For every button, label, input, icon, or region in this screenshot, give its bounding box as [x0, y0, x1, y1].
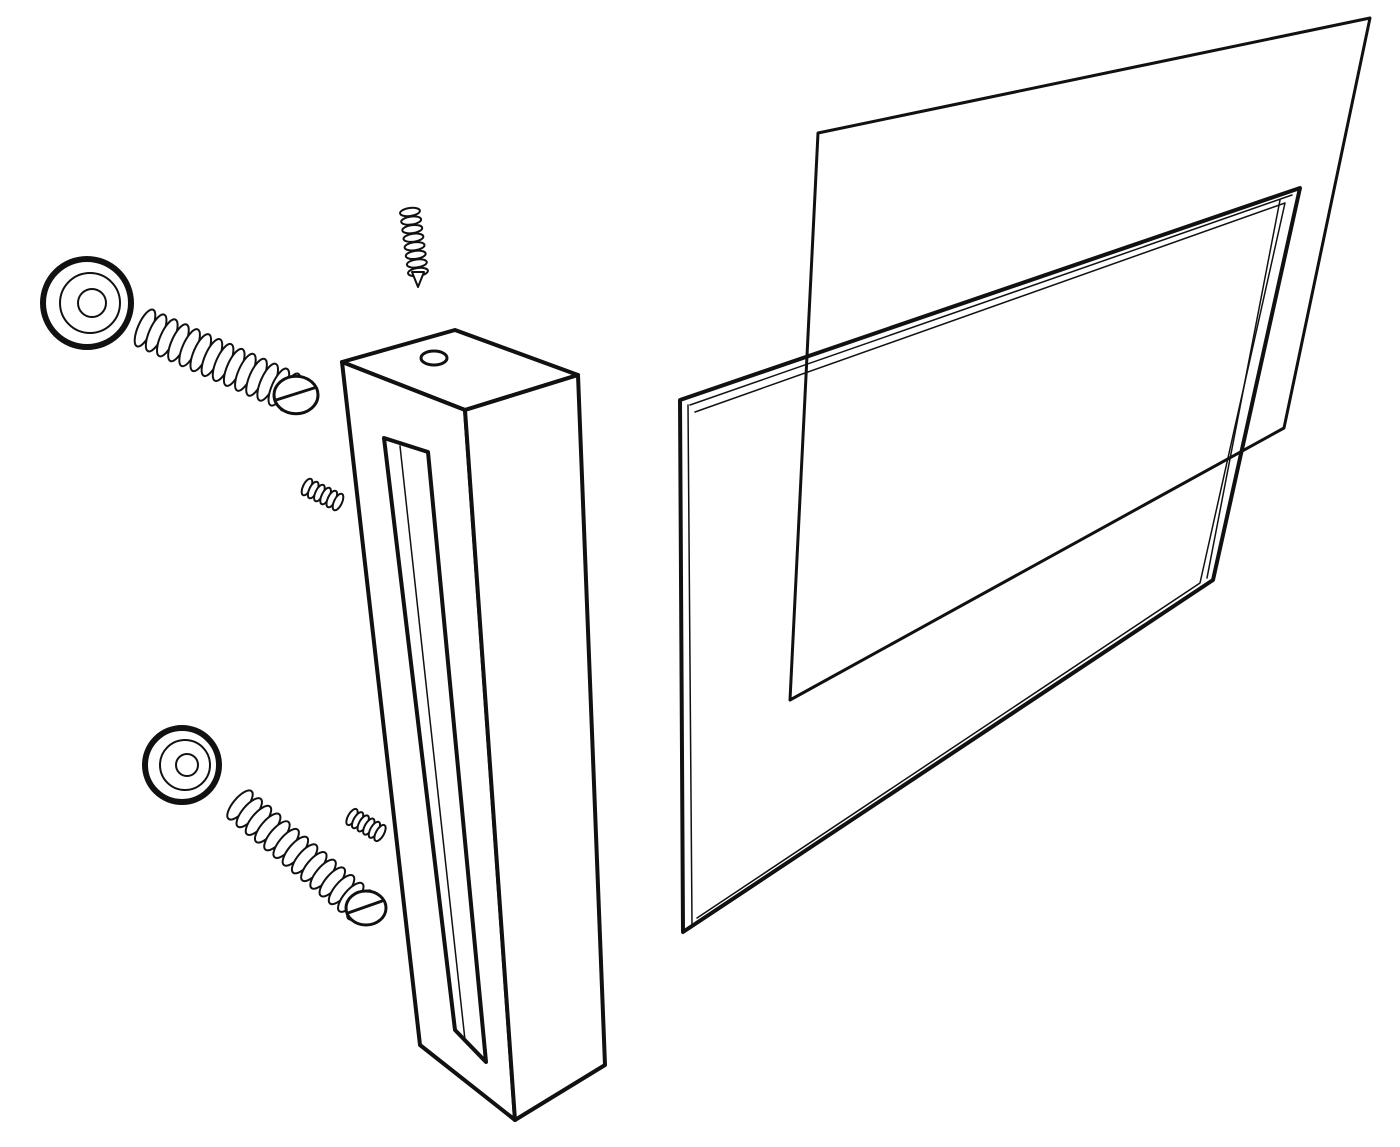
top-screw [399, 206, 429, 278]
screw-slot [346, 899, 384, 915]
grub-screw-lower [345, 807, 387, 843]
post [340, 328, 607, 1122]
top-hole [419, 349, 449, 367]
back-sheet [788, 16, 1372, 702]
top-screw-tip [411, 271, 425, 288]
glass-panel [678, 186, 1302, 934]
washer-upper [40, 256, 134, 350]
large-screw-lower [226, 789, 388, 927]
screw-slot [274, 386, 316, 402]
grub-screw-upper [300, 477, 345, 512]
large-screw-upper [133, 308, 320, 416]
washer-lower [142, 725, 222, 805]
screw-thread [373, 823, 387, 843]
screw-thread [331, 492, 345, 512]
